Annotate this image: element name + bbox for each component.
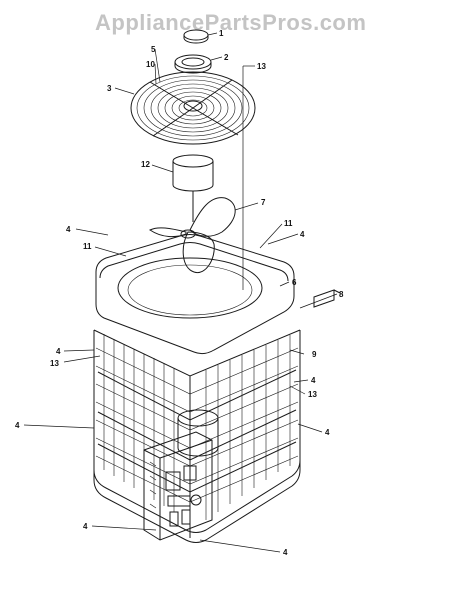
callout-12: 12 [141,160,150,169]
callout-1: 1 [219,29,224,38]
callout-8: 8 [339,290,344,299]
bracket-part [313,289,341,308]
callout-3: 3 [107,84,112,93]
callout-2: 2 [224,53,229,62]
fan-motor-part [172,154,214,222]
callout-4-upper-right: 4 [300,230,305,239]
fan-guard-grille [130,71,256,145]
condenser-cabinet [93,329,301,543]
callout-labels: 1 2 3 5 10 13 12 7 4 11 11 4 6 8 4 13 9 … [15,29,344,557]
callout-4-lower-left: 4 [15,421,20,430]
grommet-ring-part [174,54,212,74]
control-box-part [143,431,213,541]
callout-4-lower-right: 4 [325,428,330,437]
callout-10: 10 [146,60,155,69]
compressor-part [177,409,219,457]
callout-6: 6 [292,278,297,287]
watermark-text: AppliancePartsPros.com [95,10,366,35]
callout-13-mid-left: 13 [50,359,59,368]
leader-lines [23,32,338,553]
callout-4-bottom-left: 4 [83,522,88,531]
callout-5: 5 [151,45,156,54]
callout-13-mid-right: 13 [308,390,317,399]
callout-9: 9 [312,350,317,359]
callout-4-bottom-right: 4 [283,548,288,557]
callout-11-right: 11 [284,219,293,228]
callout-7: 7 [261,198,266,207]
callout-13-top: 13 [257,62,266,71]
callout-11-left: 11 [83,242,92,251]
callout-4-mid-right: 4 [311,376,316,385]
top-panel-part [95,234,295,355]
callout-4-mid-left: 4 [56,347,61,356]
callout-4-upper-left: 4 [66,225,71,234]
